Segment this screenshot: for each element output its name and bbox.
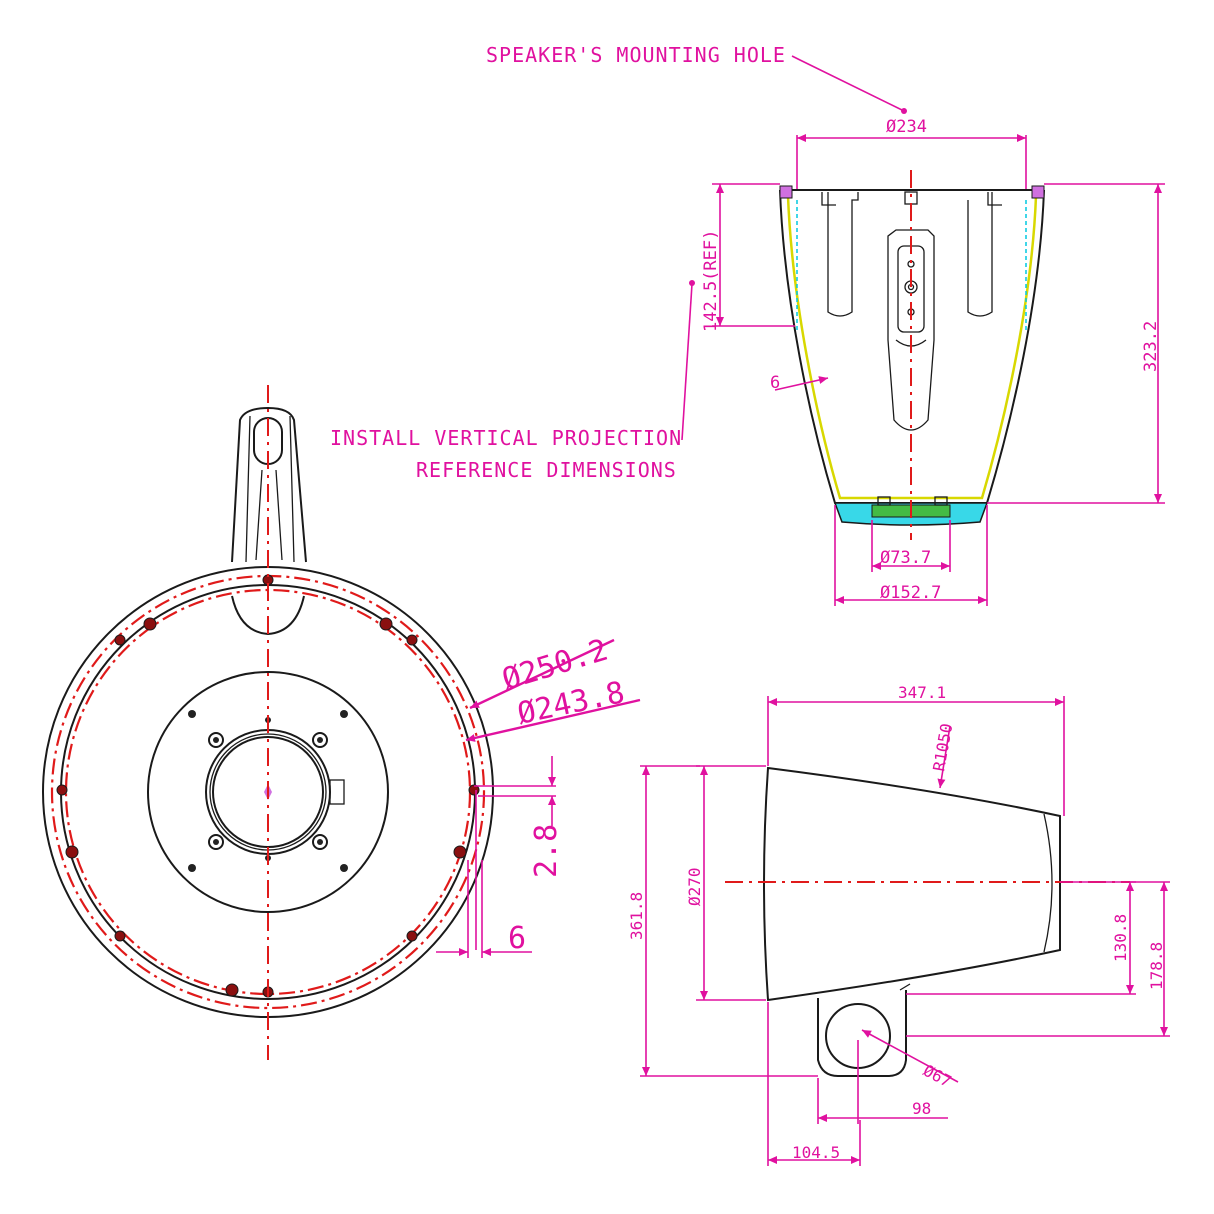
dim-gap: 2.8 bbox=[529, 824, 564, 878]
mounting-hole-note: SPEAKER'S MOUNTING HOLE bbox=[486, 43, 907, 114]
dim-bracket-hole: Ø67 bbox=[920, 1061, 954, 1091]
dim-center-height: 178.8 bbox=[1147, 942, 1166, 990]
dim-overall-height: 361.8 bbox=[627, 892, 646, 940]
install-note-line2: REFERENCE DIMENSIONS bbox=[416, 458, 677, 482]
install-note-line1: INSTALL VERTICAL PROJECTION bbox=[330, 426, 682, 450]
dim-length: 347.1 bbox=[898, 683, 946, 702]
dim-bottom-inner: Ø73.7 bbox=[880, 548, 931, 568]
can-section-view: Ø234 142.5(REF bbox=[701, 117, 1165, 606]
dim-body-diameter: Ø270 bbox=[685, 867, 704, 906]
dim-wall-front: 6 bbox=[508, 921, 526, 956]
dim-radius: R1050 bbox=[929, 722, 956, 773]
dim-front-height: 130.8 bbox=[1111, 914, 1130, 962]
dim-top-diameter: Ø234 bbox=[886, 117, 927, 137]
dim-bracket-depth: 98 bbox=[912, 1099, 931, 1118]
dim-ref-height: 142.5(REF) bbox=[701, 230, 721, 332]
dim-bracket-offset: 104.5 bbox=[792, 1143, 840, 1162]
dim-bottom-outer: Ø152.7 bbox=[880, 583, 941, 603]
dim-wall-thickness: 6 bbox=[770, 373, 780, 393]
dim-total-height: 323.2 bbox=[1141, 321, 1161, 372]
mounting-hole-label: SPEAKER'S MOUNTING HOLE bbox=[486, 43, 786, 67]
install-note: INSTALL VERTICAL PROJECTION REFERENCE DI… bbox=[330, 280, 695, 482]
front-view: Ø250.2 Ø243.8 2.8 6 bbox=[42, 385, 641, 1060]
side-view: 347.1 R1050 Ø270 361.8 130.8 178.8 Ø67 9… bbox=[627, 683, 1170, 1166]
